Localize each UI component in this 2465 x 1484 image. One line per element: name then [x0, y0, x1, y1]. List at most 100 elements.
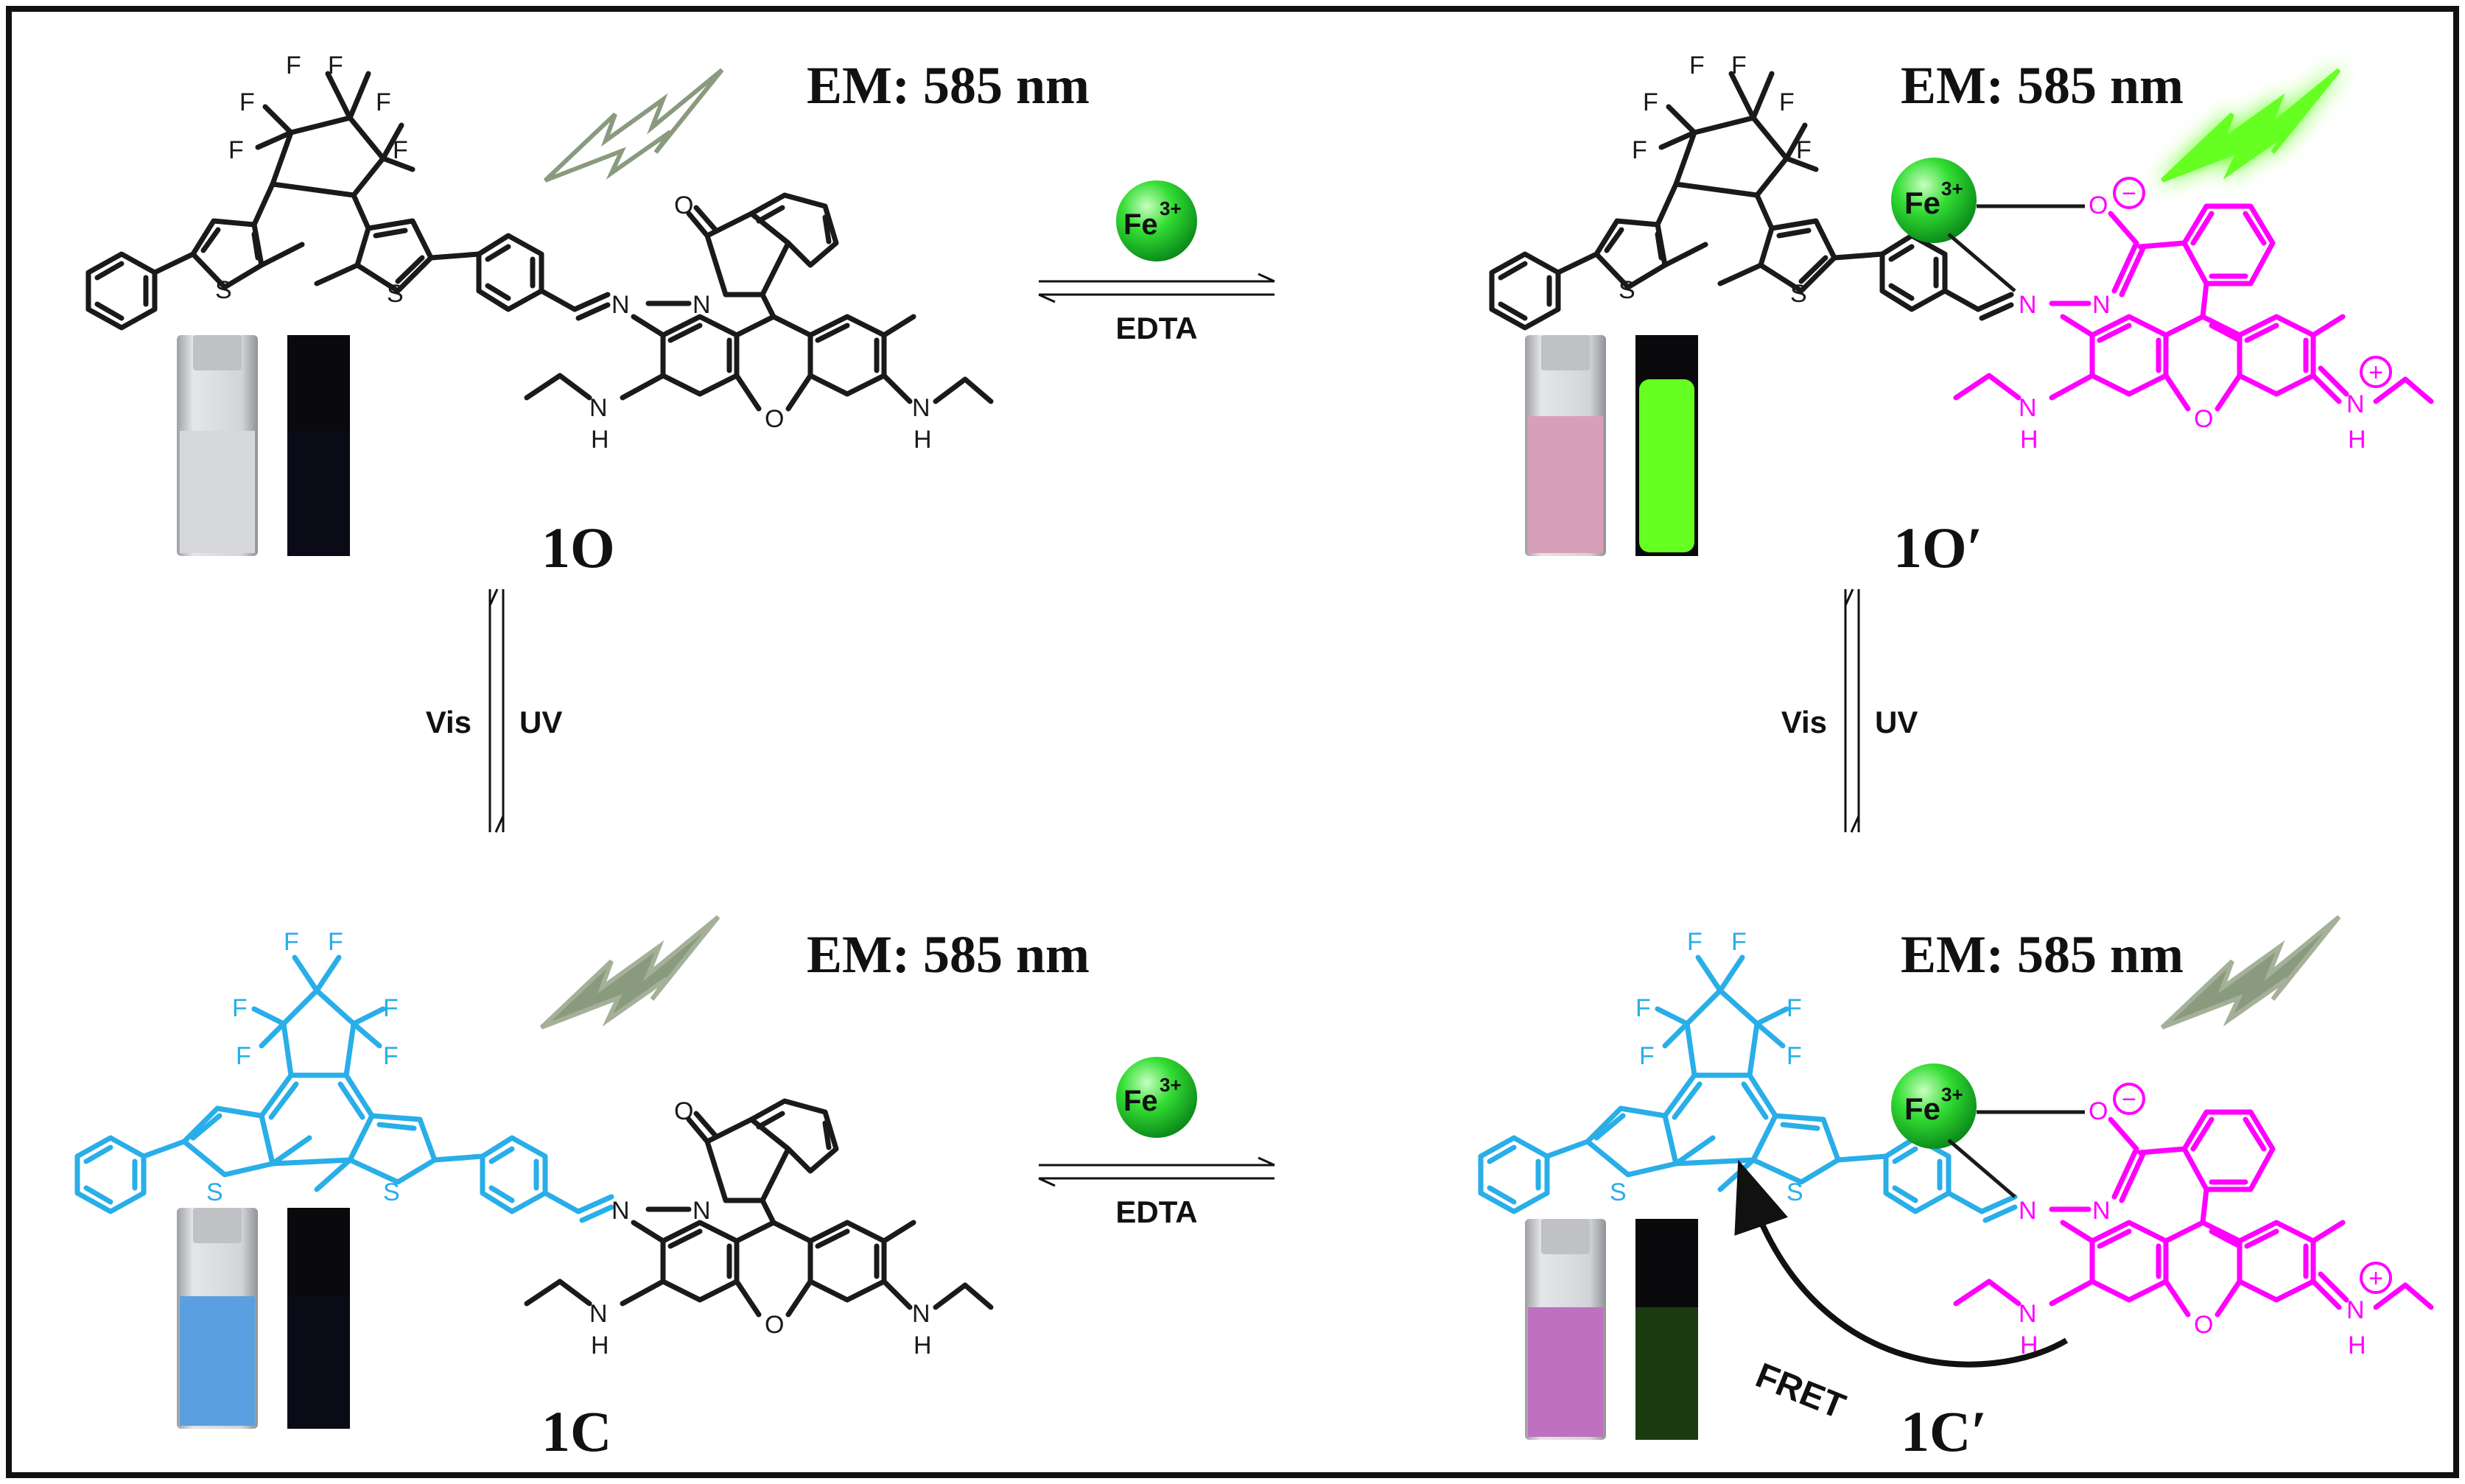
atom-label: S [1619, 276, 1635, 304]
charge-minus: − [2122, 180, 2136, 208]
atom-label: F [1689, 52, 1705, 80]
outer-border [6, 6, 2459, 1478]
lightning-bolt-icon [2162, 70, 2339, 180]
vial-ambient [180, 431, 255, 553]
atom-label: N [692, 291, 711, 319]
fe-sphere-icon [1116, 1057, 1197, 1138]
atom-label: F [1786, 994, 1802, 1022]
atom-label: F [1632, 136, 1647, 164]
compound-label: 1C′ [1901, 1399, 1987, 1463]
vial-fluorescence [287, 431, 350, 556]
rhodamine-spirolactam-structure [527, 1101, 991, 1315]
atom-label: O [765, 405, 784, 433]
atom-label: S [206, 1178, 223, 1206]
atom-label: F [1635, 994, 1651, 1022]
fe-charge: 3+ [1160, 1074, 1182, 1096]
fe-charge: 3+ [1941, 1083, 1963, 1105]
atom-label: F [383, 994, 399, 1022]
atom-label: O [2194, 1311, 2213, 1339]
panel-open-fe: EM: 585 nm S S F F F F F F N N O O N H N… [1492, 52, 2431, 580]
atom-label: N [611, 1197, 630, 1225]
atom-label: H [2020, 426, 2038, 454]
atom-label: N [2346, 1296, 2365, 1324]
atom-label: F [1639, 1042, 1655, 1070]
reverse-label: EDTA [1115, 311, 1197, 345]
fe-ion: Fe 3+ [1891, 158, 2085, 292]
atom-label: N [589, 394, 608, 422]
cuvettes [1525, 1219, 1698, 1440]
fe-symbol: Fe [1904, 1091, 1940, 1126]
atom-label: F [286, 52, 301, 80]
compound-label: 1C [541, 1399, 611, 1463]
atom-label: F [1643, 88, 1658, 116]
atom-label: O [674, 1097, 693, 1125]
atom-label: N [2019, 1197, 2037, 1225]
atom-label: F [1687, 928, 1703, 956]
equilibrium-arrow-bottom: Fe 3+ EDTA [1038, 1057, 1275, 1229]
charge-plus: + [2368, 359, 2383, 387]
atom-label: N [2019, 291, 2037, 319]
charge-plus-icon [2360, 356, 2392, 388]
equilibrium-arrow-left: Vis UV [426, 588, 562, 833]
atom-label: N [2092, 1197, 2111, 1225]
atom-label: O [2089, 1097, 2108, 1125]
reverse-label: EDTA [1115, 1195, 1197, 1229]
atom-label: H [914, 426, 932, 454]
atom-label: F [383, 1042, 399, 1070]
fe-symbol: Fe [1904, 186, 1940, 220]
atom-label: F [239, 88, 255, 116]
charge-minus: − [2122, 1086, 2136, 1114]
charge-plus-icon [2360, 1262, 2392, 1294]
fe-charge: 3+ [1941, 177, 1963, 200]
em-label: EM: 585 nm [807, 56, 1090, 115]
atom-label: F [1731, 928, 1747, 956]
cuvettes [177, 335, 350, 556]
fe-symbol: Fe [1123, 208, 1158, 241]
atom-label: H [2348, 426, 2366, 454]
atom-label: F [1731, 52, 1747, 80]
atom-label: F [376, 88, 391, 116]
atom-label: F [328, 928, 343, 956]
atom-label: F [1786, 1042, 1802, 1070]
atom-label: N [2092, 291, 2111, 319]
em-label: EM: 585 nm [1901, 925, 2184, 984]
lightning-bolt-icon [541, 917, 718, 1027]
atom-label: F [228, 136, 244, 164]
atom-label: H [914, 1332, 932, 1360]
vial-ambient [180, 1296, 255, 1426]
atom-label: N [692, 1197, 711, 1225]
down-label: UV [519, 705, 562, 739]
em-label: EM: 585 nm [1901, 56, 2184, 115]
compound-label: 1O [541, 516, 615, 580]
atom-label: F [232, 994, 248, 1022]
cuvettes [1525, 335, 1698, 556]
atom-label: H [2348, 1332, 2366, 1360]
lightning-bolt-icon [545, 70, 722, 180]
charge-minus-icon [2113, 177, 2145, 209]
atom-label: O [2089, 191, 2108, 219]
em-label: EM: 585 nm [807, 925, 1090, 984]
atom-label: F [236, 1042, 251, 1070]
down-label: UV [1875, 705, 1918, 739]
atom-label: N [589, 1300, 608, 1328]
atom-label: N [2346, 390, 2365, 418]
atom-label: F [393, 136, 408, 164]
atom-label: O [674, 191, 693, 219]
atom-label: O [2194, 405, 2213, 433]
atom-label: S [1786, 1178, 1803, 1206]
lightning-bolt-icon [2162, 917, 2339, 1027]
atom-label: F [328, 52, 343, 80]
diarylethene-open-structure [88, 74, 608, 328]
panel-closed-fe: EM: 585 nm S S F F F F F F N N O O N H N… [1481, 917, 2431, 1463]
up-label: Vis [1781, 705, 1827, 739]
fe-sphere-icon [1116, 180, 1197, 261]
equilibrium-arrow-right: Vis UV [1781, 588, 1918, 833]
fret-label: FRET [1750, 1356, 1851, 1427]
atom-label: N [2019, 394, 2037, 422]
fret-arrow [1734, 1159, 2069, 1368]
vial-fluorescence [287, 1296, 350, 1429]
panel-closed: EM: 585 nm N N O O N H N H S S F F F F F… [77, 917, 1090, 1463]
atom-label: S [387, 280, 404, 308]
panel-open: EM: 585 nm S S F F F F F F N N O O N H N… [88, 52, 1090, 580]
